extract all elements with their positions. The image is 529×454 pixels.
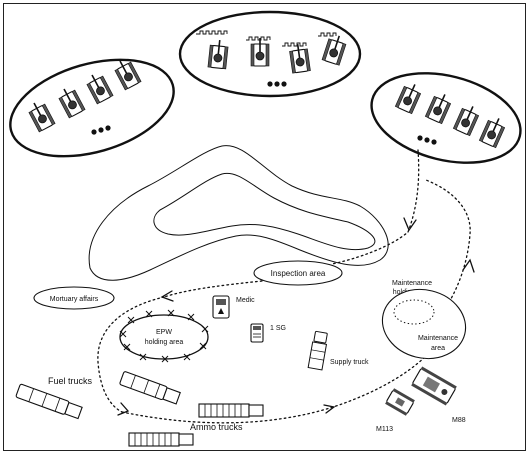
tank-icon bbox=[424, 90, 454, 125]
ammo-trucks: Ammo trucks bbox=[128, 403, 264, 447]
tank-icon bbox=[394, 80, 424, 115]
tank-group-top bbox=[178, 10, 362, 98]
inspection-area: Inspection area bbox=[253, 260, 343, 286]
truck-icon bbox=[198, 403, 264, 418]
maintenance-area: Maintenance area bbox=[381, 288, 467, 360]
maintenance-area-label-2: area bbox=[431, 345, 445, 352]
tank-icon bbox=[83, 69, 114, 105]
trench-line bbox=[196, 30, 337, 47]
tank-group-right bbox=[370, 72, 522, 164]
supply-truck bbox=[307, 330, 328, 371]
tank-icon bbox=[250, 37, 270, 67]
m88-vehicle bbox=[411, 366, 457, 406]
route-path bbox=[97, 149, 471, 424]
epw-label-1: EPW bbox=[156, 329, 172, 336]
ellipsis-dots-icon bbox=[417, 135, 437, 145]
mortuary-affairs-area: Mortuary affairs bbox=[33, 286, 115, 310]
tank-icon bbox=[287, 42, 312, 74]
ammo-trucks-label: Ammo trucks bbox=[190, 422, 243, 432]
terrain-contour bbox=[88, 145, 389, 281]
truck-icon bbox=[128, 432, 194, 447]
medic-label: Medic bbox=[236, 297, 255, 304]
truck-icon bbox=[15, 383, 83, 420]
fuel-trucks-label: Fuel trucks bbox=[48, 376, 93, 386]
tank-icon bbox=[452, 102, 482, 137]
tank-group-left bbox=[9, 55, 175, 158]
tank-icon bbox=[25, 97, 56, 133]
supply-truck-label: Supply truck bbox=[330, 359, 369, 366]
frame-border bbox=[3, 3, 526, 451]
ellipsis-dots-icon bbox=[267, 81, 287, 87]
first-sergeant-vehicle bbox=[250, 323, 264, 343]
mortuary-affairs-label: Mortuary affairs bbox=[50, 296, 99, 303]
maintenance-holding-label-1: Maintenance bbox=[392, 280, 432, 287]
epw-label-2: holding area bbox=[145, 339, 184, 346]
medic-vehicle bbox=[212, 295, 230, 319]
maintenance-area-label-1: Maintenance bbox=[418, 335, 458, 342]
tank-icon bbox=[321, 32, 349, 67]
inspection-area-label: Inspection area bbox=[271, 269, 326, 278]
truck-icon bbox=[119, 371, 181, 405]
fuel-trucks: Fuel trucks bbox=[15, 371, 181, 420]
one-sg-label: 1 SG bbox=[270, 325, 286, 332]
ellipsis-dots-icon bbox=[91, 125, 111, 135]
m88-label: M88 bbox=[452, 417, 466, 424]
route-arrows bbox=[117, 217, 475, 416]
tank-icon bbox=[478, 114, 508, 149]
m113-label: M113 bbox=[376, 426, 393, 433]
tank-icon bbox=[207, 38, 230, 70]
epw-holding-area: EPW holding area bbox=[119, 309, 209, 363]
tank-icon bbox=[55, 83, 86, 119]
m113-vehicle bbox=[385, 388, 415, 416]
